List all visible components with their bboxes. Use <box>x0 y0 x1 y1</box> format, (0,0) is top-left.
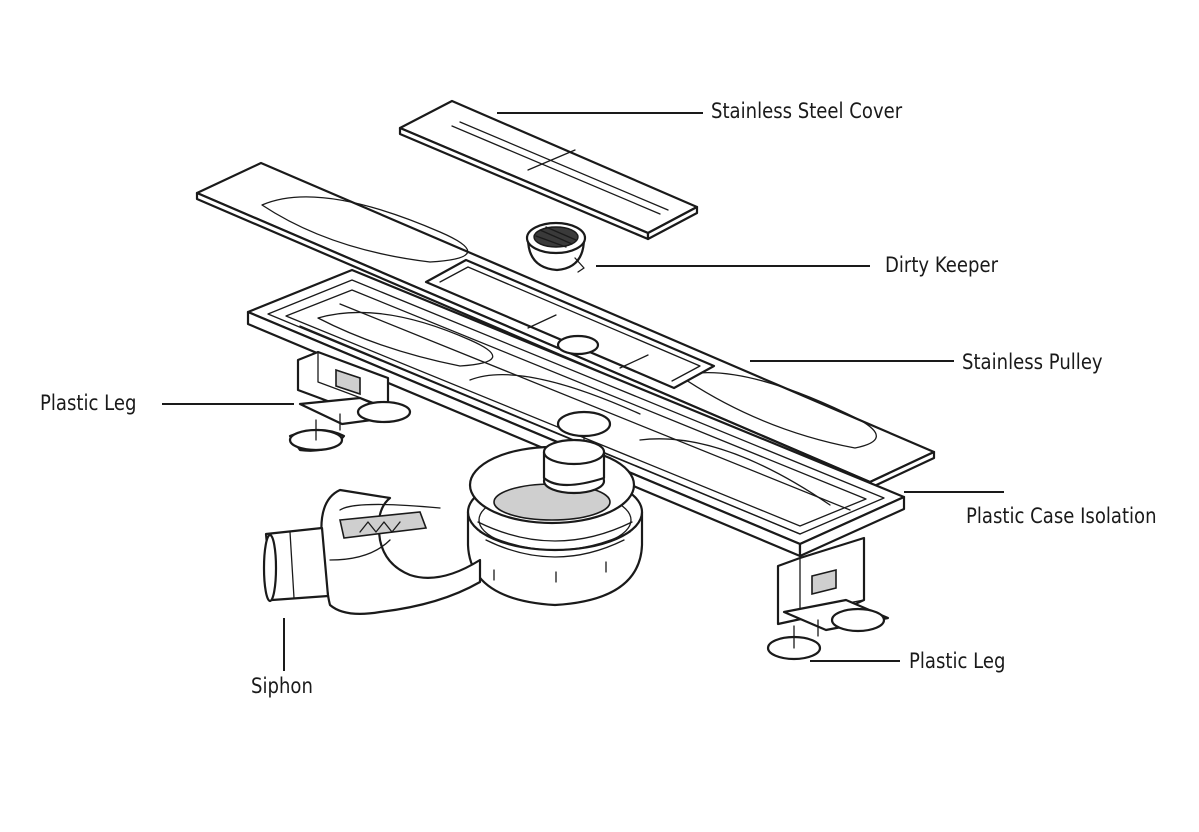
label-plastic-case-isolation: Plastic Case Isolation <box>966 504 1157 528</box>
plastic-leg-right-part <box>766 536 890 661</box>
label-siphon: Siphon <box>251 674 313 698</box>
label-stainless-pulley: Stainless Pulley <box>962 350 1103 374</box>
leader-lines <box>162 112 1004 671</box>
label-stainless-steel-cover: Stainless Steel Cover <box>711 99 903 123</box>
plastic-case-isolation-part <box>246 268 906 558</box>
dirty-keeper-part <box>525 221 587 273</box>
label-plastic-leg-right: Plastic Leg <box>909 649 1006 673</box>
plastic-leg-left-part <box>288 350 412 452</box>
stainless-steel-cover-part <box>398 99 699 241</box>
label-plastic-leg-left: Plastic Leg <box>40 391 137 415</box>
siphon-part <box>262 438 644 615</box>
label-dirty-keeper: Dirty Keeper <box>885 253 999 277</box>
